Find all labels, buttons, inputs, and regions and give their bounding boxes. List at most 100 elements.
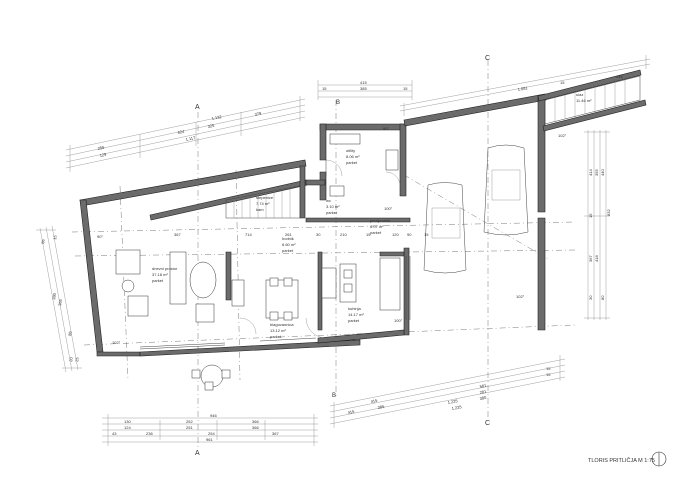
dim-value: 20 (68, 356, 74, 362)
dim-value: 714 (245, 232, 252, 237)
room-area: 37.18 m² (152, 272, 168, 277)
dim-value: 1.117 (185, 135, 196, 142)
room-floor: parket (282, 248, 294, 253)
section-mark: A (195, 104, 200, 111)
dim-value: 255 (97, 145, 105, 151)
room-area: 6.07 m² (370, 224, 384, 229)
dim-value: 25 (74, 356, 80, 362)
cars (423, 144, 529, 274)
room-name: kuhinja (348, 306, 361, 311)
room-labels: dnevni prostor 37.18 m² parket hodnik 6.… (152, 92, 592, 339)
dim-value: 367 (174, 232, 181, 237)
room-area: 3.10 m² (326, 204, 340, 209)
dim-value: 415 (370, 398, 378, 404)
furniture-dining (191, 277, 299, 391)
room-area: 13.12 m² (270, 328, 286, 333)
section-lines (71, 60, 576, 450)
room-floor: parket (152, 278, 164, 283)
dim-value: 366 (252, 425, 259, 430)
room-area: 11.46 m² (576, 98, 592, 103)
room-floor: parket (270, 334, 282, 339)
dim-value: 15 (366, 232, 371, 237)
room-name: predprostor (370, 218, 391, 223)
room-name: utility (346, 148, 355, 153)
dim-value: 1.132 (211, 114, 223, 121)
dim-value: 380 (479, 395, 487, 401)
dim-value: 581 (479, 383, 487, 389)
dim-value: 30 (588, 295, 593, 300)
room-floor: parket (326, 210, 338, 215)
room-floor: kam (256, 207, 264, 212)
dim-value: 379 (254, 111, 262, 117)
dim-value: 367 (272, 431, 279, 436)
dim-value: 832 (606, 209, 611, 216)
dim-value: 380 (51, 292, 57, 300)
walls (79, 69, 647, 357)
room-name: blagovaonica (270, 322, 294, 327)
dim-value: 366 (252, 419, 259, 424)
dim-value: 15 (560, 80, 565, 85)
room-name: wc (326, 198, 331, 203)
dim-value: 261 (285, 232, 292, 237)
dim-value: 385 (360, 86, 367, 91)
dim-value: 15 (546, 372, 551, 377)
dim-value: 15 (322, 86, 327, 91)
dim-value: 414 (588, 169, 593, 176)
dim-value: 236 (146, 431, 153, 436)
room-area: 7.74 m² (256, 201, 270, 206)
dim-value: 86 (40, 238, 46, 244)
dim-value: 252 (186, 419, 193, 424)
dim-value: 15 (424, 232, 429, 237)
dim-value: 120 (392, 232, 399, 237)
room-name: dnevni prostor (152, 266, 178, 271)
dim-value: 15 (546, 366, 551, 371)
dim-value: 130 (124, 419, 131, 424)
angle-label: 100° (384, 206, 393, 211)
furniture-utility (329, 133, 399, 197)
dim-value: 129 (99, 152, 107, 158)
windows (139, 256, 411, 350)
angle-label: 90° (97, 234, 103, 239)
room-floor: parket (348, 318, 360, 323)
dimension-text: 1.132 379 624 1.117 325 255 129 415 385 … (40, 74, 623, 442)
dim-value: 15 (588, 213, 593, 218)
dim-value: 418 (594, 255, 599, 262)
north-arrow-icon (651, 451, 667, 467)
room-area: 8.06 m² (346, 154, 360, 159)
dim-value: 961 (206, 437, 213, 442)
section-markers: A A B B C C (195, 55, 490, 457)
stairs-left (225, 185, 301, 219)
angle-labels: 90° 102° 100° 100° 102° 90° 102° (97, 126, 567, 345)
doors (239, 159, 401, 339)
dim-value: 440 (600, 169, 605, 176)
dim-value: 445 (616, 74, 623, 79)
dim-value: 210 (340, 232, 347, 237)
dim-value: 281 (479, 389, 487, 395)
angle-label: 100° (394, 318, 403, 323)
section-mark: C (485, 55, 490, 62)
dim-value: 385 (377, 404, 385, 410)
section-mark: B (332, 393, 336, 399)
angle-label: 90° (383, 126, 389, 131)
dim-value: 80 (600, 295, 605, 300)
furniture-living (115, 249, 245, 323)
dim-value: 15 (52, 234, 58, 240)
room-floor: parket (346, 160, 358, 165)
dim-value: 251 (186, 425, 193, 430)
room-floor: parket (370, 230, 382, 235)
dim-value: 43 (112, 431, 117, 436)
room-name: hodnik (282, 236, 294, 241)
furniture-kitchen (321, 257, 401, 311)
dim-value: 1.225 (451, 404, 463, 411)
room-area: 14.17 m² (348, 312, 364, 317)
section-mark: B (336, 100, 340, 106)
angle-label: 102° (112, 340, 121, 345)
dim-value: 30 (316, 232, 321, 237)
dim-value: 365 (57, 298, 63, 306)
dim-value: 946 (210, 413, 217, 418)
angle-label: 102° (516, 294, 525, 299)
dim-value: 15 (403, 86, 408, 91)
dim-value: 415 (360, 80, 367, 85)
room-area: 6.60 m² (282, 242, 296, 247)
dimension-lines (36, 55, 651, 446)
